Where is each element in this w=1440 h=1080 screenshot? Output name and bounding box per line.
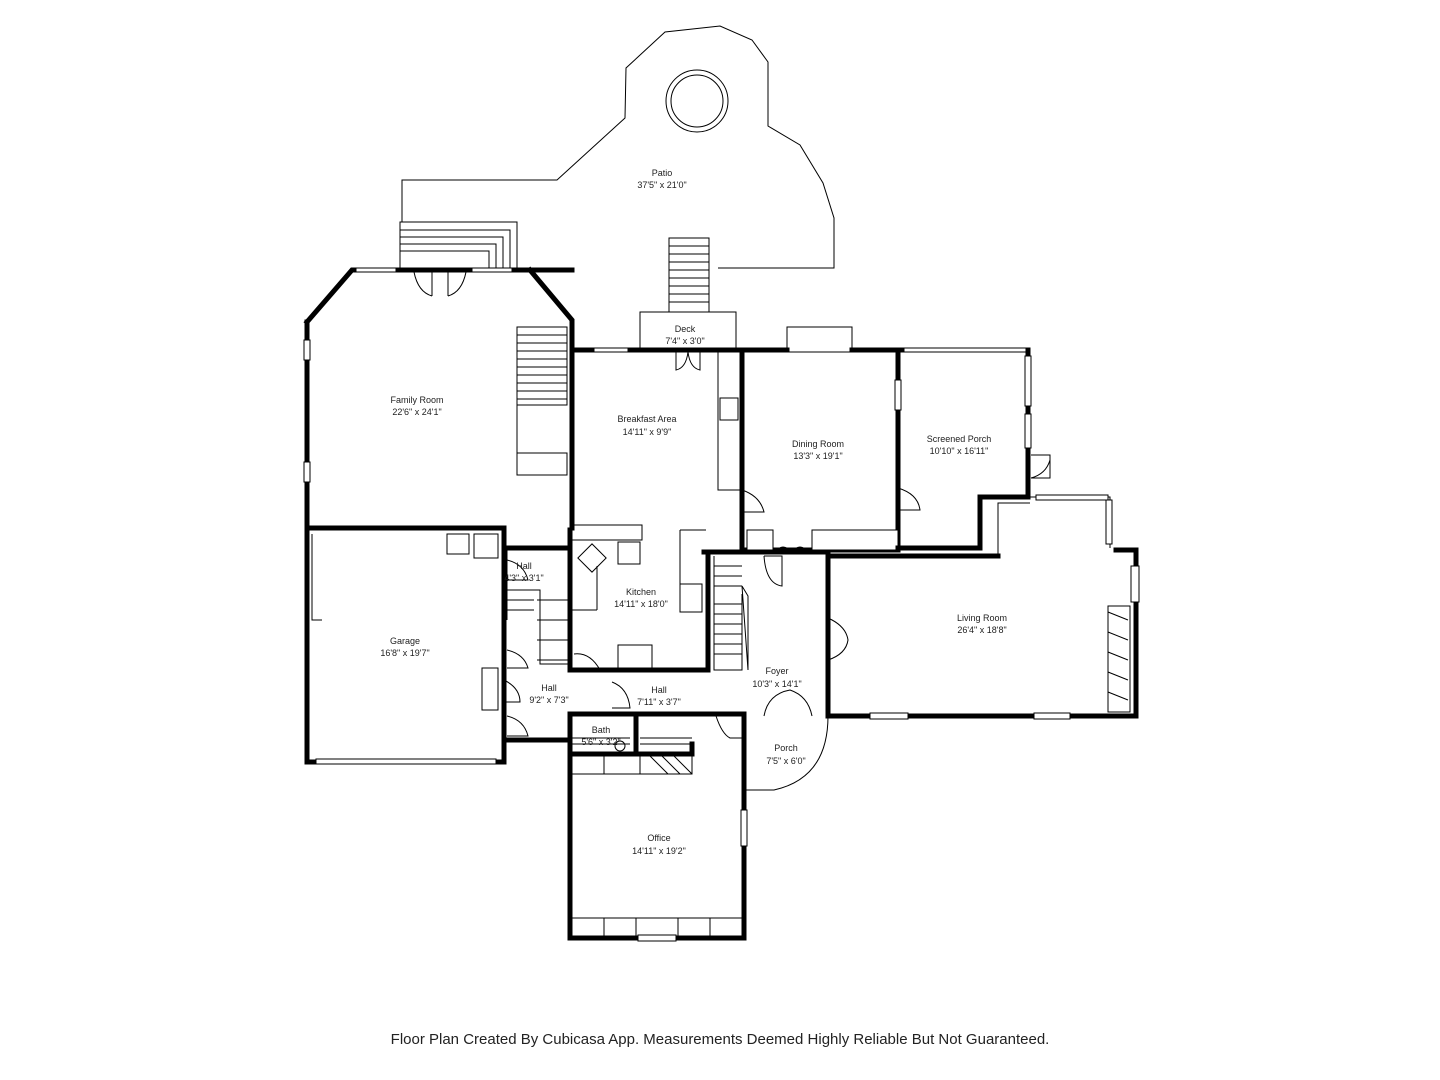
family-room-walls [303, 266, 575, 531]
room-dims-kitchen: 14'11" x 18'0" [614, 599, 668, 609]
room-dims-office: 14'11" x 19'2" [632, 846, 686, 856]
room-dims-family-room: 22'6" x 24'1" [392, 407, 441, 417]
room-name-dining-room: Dining Room [792, 439, 844, 449]
kitchen-walls [567, 347, 745, 673]
room-name-hall-lower-right: Hall [651, 685, 667, 695]
room-dims-breakfast-area: 14'11" x 9'9" [623, 427, 672, 437]
family-room-steps [399, 221, 518, 271]
room-dims-living-room: 26'4" x 18'8" [957, 625, 1006, 635]
foyer-walls [701, 546, 831, 719]
room-dims-bath: 5'6" x 3'2" [581, 737, 620, 747]
screened-porch-walls [895, 347, 1051, 551]
room-dims-deck: 7'4" x 3'0" [665, 336, 704, 346]
room-name-living-room: Living Room [957, 613, 1007, 623]
room-dims-hall-lower-left: 9'2" x 7'3" [529, 695, 568, 705]
room-name-foyer: Foyer [765, 666, 788, 676]
room-name-porch: Porch [774, 743, 798, 753]
room-name-deck: Deck [675, 324, 696, 334]
room-name-bath: Bath [592, 725, 611, 735]
porch-outline [715, 689, 829, 791]
room-name-garage: Garage [390, 636, 420, 646]
bath-office-walls [567, 711, 748, 942]
room-name-hall-upper: Hall [516, 561, 532, 571]
family-room-stairs [516, 326, 568, 476]
room-name-patio: Patio [652, 168, 673, 178]
footer-disclaimer: Floor Plan Created By Cubicasa App. Meas… [390, 1031, 1050, 1048]
room-dims-screened-porch: 10'10" x 16'11" [930, 446, 989, 456]
room-dims-garage: 16'8" x 19'7" [380, 648, 429, 658]
room-dims-porch: 7'5" x 6'0" [766, 756, 805, 766]
room-dims-foyer: 10'3" x 14'1" [752, 679, 801, 689]
room-dims-dining-room: 13'3" x 19'1" [793, 451, 842, 461]
room-dims-hall-upper: 4'3" x 3'1" [504, 573, 543, 583]
room-dims-patio: 37'5" x 21'0" [637, 180, 686, 190]
room-name-office: Office [647, 833, 670, 843]
hall-walls [501, 545, 747, 743]
room-name-family-room: Family Room [390, 395, 443, 405]
patio-outline [401, 25, 835, 269]
room-name-hall-lower-left: Hall [541, 683, 557, 693]
living-room-walls [825, 494, 1140, 720]
room-dims-hall-lower-right: 7'11" x 3'7" [637, 697, 681, 707]
room-labels: Patio 37'5" x 21'0" Deck 7'4" x 3'0" Fam… [380, 168, 1007, 856]
room-name-breakfast-area: Breakfast Area [617, 414, 676, 424]
room-name-screened-porch: Screened Porch [927, 434, 992, 444]
garage-walls [304, 525, 521, 765]
room-name-kitchen: Kitchen [626, 587, 656, 597]
